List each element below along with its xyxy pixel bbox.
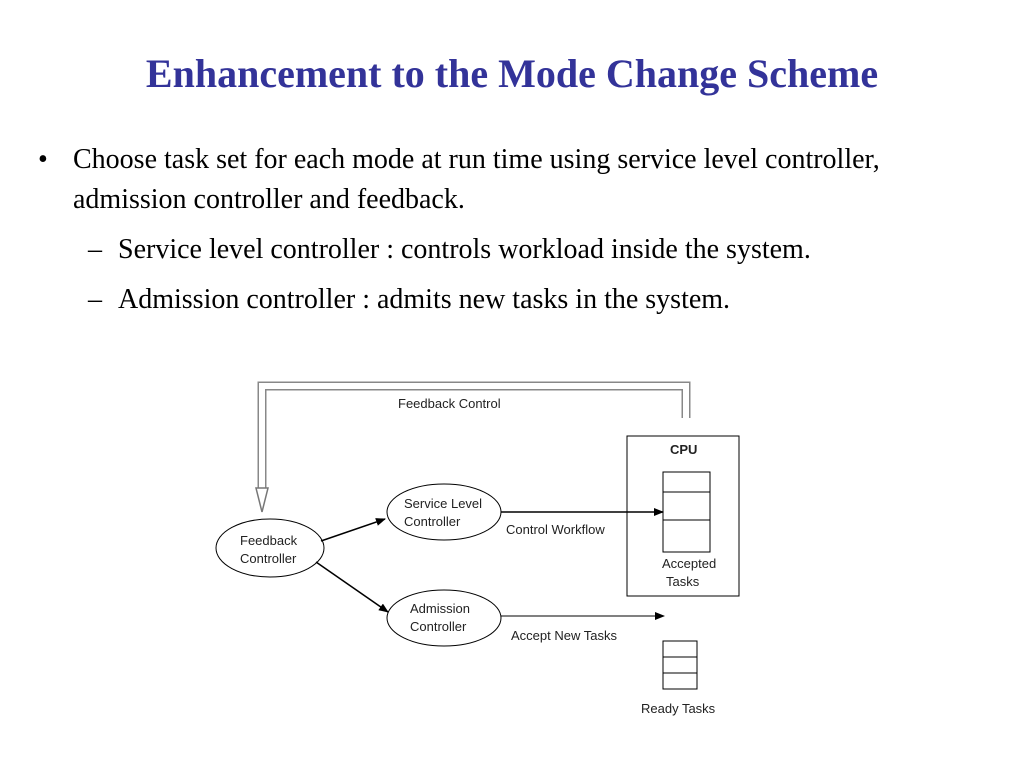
sub-bullet-admission: – Admission controller : admits new task… — [88, 280, 1018, 320]
sub-bullet-admission-text: Admission controller : admits new tasks … — [118, 284, 731, 315]
accepted-task-stack — [662, 471, 711, 553]
sub-bullet-marker: – — [88, 284, 102, 315]
ready-tasks-label: Ready Tasks — [641, 701, 716, 716]
service-level-controller-label-line1: Service Level — [404, 496, 482, 511]
accept-new-tasks-label: Accept New Tasks — [511, 628, 617, 643]
slide-title: Enhancement to the Mode Change Scheme — [145, 51, 879, 96]
service-level-controller-node — [386, 483, 502, 541]
feedback-arrowhead — [255, 487, 269, 513]
bullet-marker: • — [38, 144, 48, 175]
bullet-main: • Choose task set for each mode at run t… — [38, 140, 968, 220]
accepted-tasks-label-line1: Accepted — [662, 556, 716, 571]
bullet-main-text: Choose task set for each mode at run tim… — [73, 144, 880, 215]
feedback-controller-label-line2: Controller — [240, 551, 297, 566]
sub-bullet-service-level-text: Service level controller : controls work… — [118, 234, 811, 265]
feedback-controller-node — [215, 518, 325, 578]
arrow-feedback-to-service-level — [320, 518, 386, 542]
admission-controller-node — [386, 589, 502, 647]
feedback-loop-line — [255, 381, 691, 513]
admission-controller-label-line1: Admission — [410, 601, 470, 616]
feedback-control-label: Feedback Control — [398, 396, 501, 411]
arrow-feedback-to-admission — [315, 561, 389, 613]
cpu-label: CPU — [670, 442, 697, 457]
accepted-tasks-label-line2: Tasks — [666, 574, 700, 589]
ready-task-stack — [662, 640, 698, 690]
sub-bullet-service-level: – Service level controller : controls wo… — [88, 230, 1018, 270]
feedback-controller-label-line1: Feedback — [240, 533, 298, 548]
service-level-controller-label-line2: Controller — [404, 514, 461, 529]
sub-bullet-marker: – — [88, 234, 102, 265]
control-workflow-label: Control Workflow — [506, 522, 605, 537]
admission-controller-label-line2: Controller — [410, 619, 467, 634]
